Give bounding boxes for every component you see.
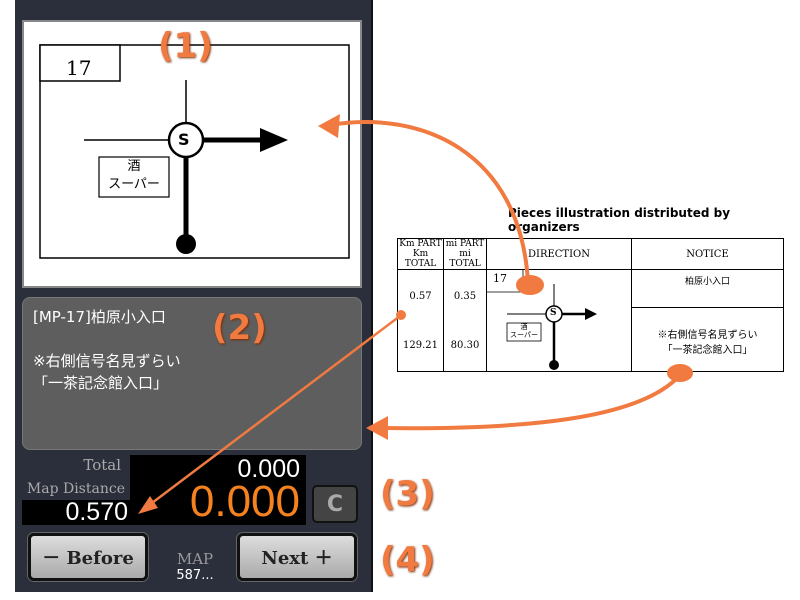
sheet-header: mi PART xyxy=(445,239,485,249)
sheet-header: NOTICE xyxy=(631,238,784,270)
sheet-header: Km PART xyxy=(399,239,442,249)
map-distance-label: Map Distance xyxy=(26,481,125,497)
notice-panel: [MP-17]柏原小入口 ※右側信号名見ずらい 「一茶記念館入口」 xyxy=(22,297,362,450)
sheet-notice-line: ※右側信号名見ずらい xyxy=(657,330,758,341)
map-illustration: 17 S 酒スーパー xyxy=(22,20,362,288)
sheet-notice-title: 柏原小入口 xyxy=(632,270,783,308)
caption: Pieces illustration distributed by organ… xyxy=(508,206,731,234)
sheet-km-part: 0.57 xyxy=(409,290,432,302)
sheet-notice-line: 「一茶記念館入口」 xyxy=(662,345,753,356)
sheet-landmark: スーパー xyxy=(510,331,538,339)
map-value: 587... xyxy=(176,568,214,583)
landmark-line: スーパー xyxy=(108,177,160,192)
sheet-header: mi TOTAL xyxy=(449,249,481,269)
annotation-3: (3) xyxy=(380,474,435,514)
annotation-4: (4) xyxy=(380,540,435,580)
notice-title: [MP-17]柏原小入口 xyxy=(33,308,166,326)
total-value: 0.000 xyxy=(237,455,300,483)
annotation-2: (2) xyxy=(212,308,267,348)
clear-button[interactable]: C xyxy=(312,485,358,523)
map-distance-display xyxy=(22,500,132,525)
main-distance-value: 0.000 xyxy=(189,477,300,526)
sheet-km-total: 129.21 xyxy=(403,339,438,351)
notice-line: 「一茶記念館入口」 xyxy=(33,374,169,392)
next-button[interactable]: Next ＋ xyxy=(237,533,357,581)
sheet-mi-part: 0.35 xyxy=(453,290,477,302)
notice-line: ※右側信号名見ずらい xyxy=(33,352,181,370)
distance-display xyxy=(130,455,306,525)
sheet-mi-total: 80.30 xyxy=(450,339,480,351)
sheet-diagram xyxy=(487,270,597,370)
total-label: Total xyxy=(83,456,121,474)
map-number: 17 xyxy=(66,56,92,80)
start-marker: S xyxy=(178,130,190,149)
sheet-landmark: 酒 xyxy=(520,323,528,331)
landmark-label: 酒スーパー xyxy=(99,158,169,194)
landmark-line: 酒 xyxy=(127,159,141,174)
map-distance-value: 0.570 xyxy=(65,498,128,526)
before-button[interactable]: － Before xyxy=(28,533,148,581)
sheet-number: 17 xyxy=(493,272,507,285)
sheet-header: Km TOTAL xyxy=(404,249,437,269)
map-label: MAP xyxy=(176,550,214,568)
annotation-1: (1) xyxy=(158,26,213,66)
sheet-header: DIRECTION xyxy=(486,238,632,270)
intersection-diagram xyxy=(39,44,350,259)
sheet-start: S xyxy=(550,308,557,318)
